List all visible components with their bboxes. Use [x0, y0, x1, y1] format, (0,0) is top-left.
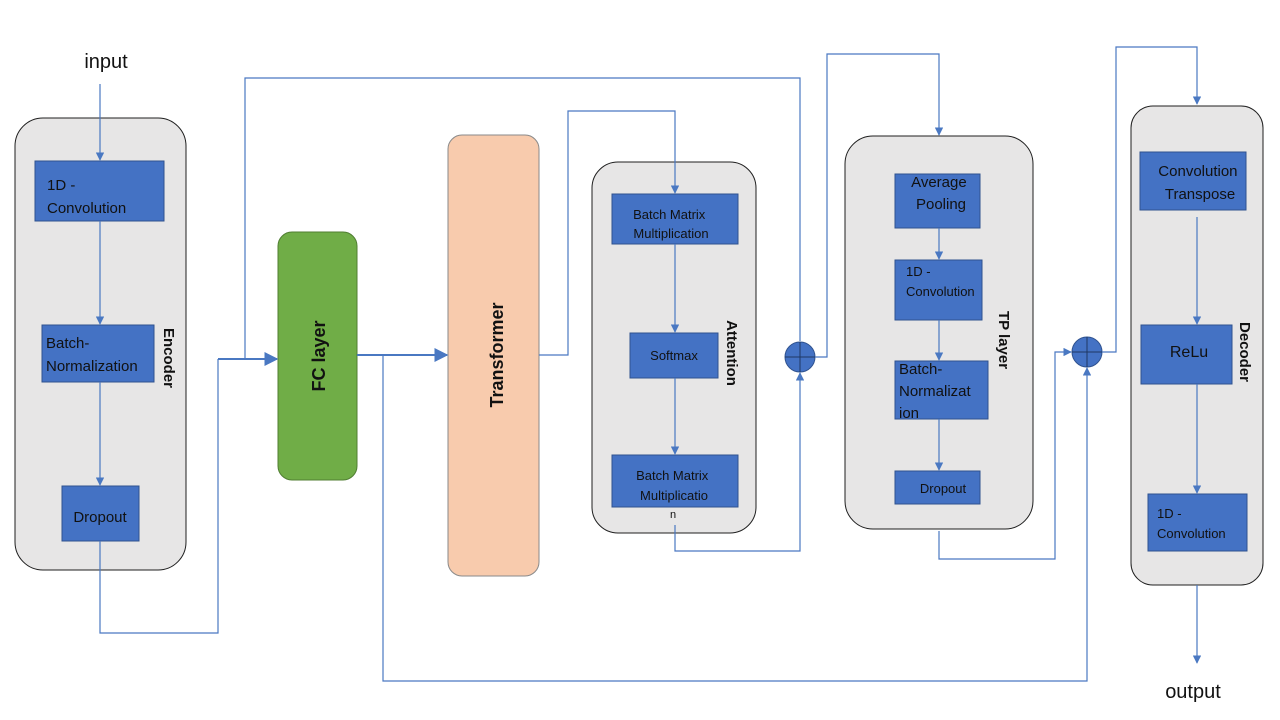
fc-layer-label: FC layer [309, 320, 329, 391]
tp-avgpool-text: Average Pooling [911, 174, 971, 213]
attention-softmax-text: Softmax [650, 348, 698, 363]
arrow-attention-to-sum1 [674, 372, 805, 552]
attention-softmax-block [629, 332, 719, 379]
tp-avgpool-block [894, 173, 981, 229]
attention-bmm2-block [611, 454, 739, 508]
sum-node-2 [1071, 336, 1103, 368]
attention-bmm1-text: Batch Matrix Multiplication [633, 207, 709, 241]
arrow-transformer-to-attention [539, 110, 680, 356]
arrow-sum1-to-tp [815, 53, 944, 358]
arrow-tp-to-sum2 [938, 347, 1072, 560]
decoder-title: Decoder [1236, 322, 1253, 382]
decoder-convtranspose-text: Convolution Transpose [1158, 163, 1241, 203]
tp-conv-text: 1D - Convolution [906, 264, 975, 299]
wire-encoder-out [99, 359, 219, 634]
encoder-conv-block [34, 160, 165, 222]
tp-conv-block [894, 259, 983, 321]
arrow-sum2-to-decoder [1102, 46, 1202, 353]
input-label: input [84, 51, 128, 73]
encoder-batchnorm-block [41, 324, 155, 383]
tp-batchnorm-block [894, 360, 989, 420]
decoder-relu-text: ReLu [1170, 344, 1208, 361]
encoder-batchnorm-text: Batch- Normalization [46, 335, 138, 375]
attention-group: Batch Matrix Multiplication Softmax Batc… [591, 161, 757, 534]
attention-bmm1-block [611, 193, 739, 245]
tp-dropout-text: Dropout [920, 481, 967, 496]
decoder-relu-block [1140, 324, 1233, 385]
decoder-group: Convolution Transpose ReLu 1D - Convolut… [1130, 105, 1264, 586]
decoder-conv-block [1147, 493, 1248, 552]
encoder-title: Encoder [160, 328, 177, 388]
wire-skip-encoder-to-sum1 [244, 77, 801, 359]
tp-batchnorm-text: Batch- Normalizat ion [899, 361, 975, 422]
encoder-dropout-block [61, 485, 140, 542]
output-label: output [1165, 681, 1221, 703]
decoder-convtranspose-block [1139, 151, 1247, 211]
attention-bmm2-text: Batch Matrix Multiplicatio [636, 468, 712, 503]
transformer-group: Transformer [447, 134, 540, 577]
encoder-dropout-text: Dropout [73, 509, 127, 526]
sum-node-1 [784, 341, 816, 373]
encoder-conv-text: 1D - Convolution [47, 177, 126, 217]
attention-bmm2-text-overflow: n [670, 509, 676, 521]
wire-skip-fc-to-sum2 [382, 355, 1092, 682]
transformer-label: Transformer [487, 302, 507, 407]
encoder-group: 1D - Convolution Batch- Normalization Dr… [14, 117, 187, 571]
fc-layer-group: FC layer [277, 231, 358, 481]
decoder-conv-text: 1D - Convolution [1157, 506, 1226, 541]
attention-title: Attention [723, 320, 740, 386]
tp-dropout-block [894, 470, 981, 505]
connectors [95, 46, 1202, 682]
tp-layer-title: TP layer [995, 311, 1012, 369]
